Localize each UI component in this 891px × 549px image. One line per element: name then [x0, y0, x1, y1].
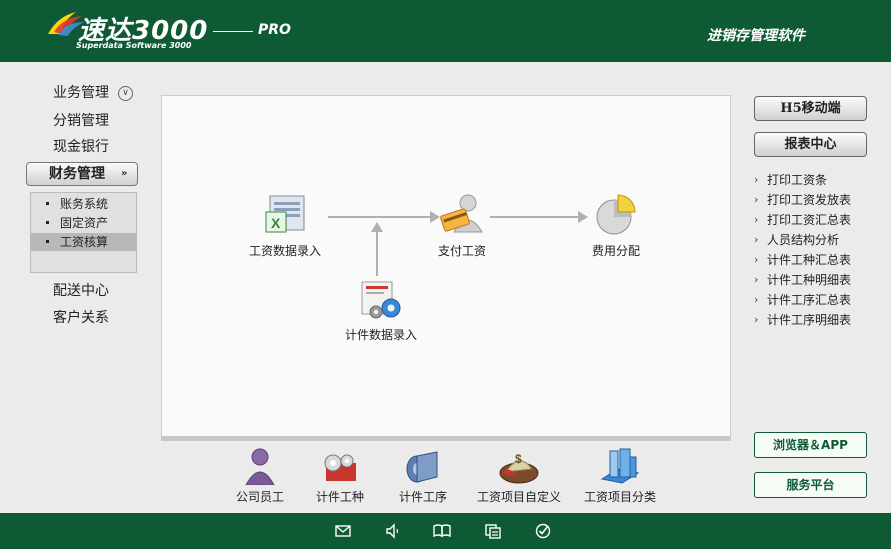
chevron-right-icon: › — [754, 313, 759, 326]
service-platform-button[interactable]: 服务平台 — [754, 472, 867, 498]
toolbar-item-custom-salary-items[interactable]: $ 工资项目自定义 — [474, 447, 564, 505]
flow-node-pay-salary[interactable]: 支付工资 — [425, 192, 499, 259]
logo-divider-line — [213, 31, 253, 32]
logo-subtitle: Superdata Software 3000 — [76, 41, 192, 50]
chevron-right-icon: › — [754, 233, 759, 246]
nav-item-label: 客户关系 — [53, 310, 109, 326]
money-bag-icon: $ — [499, 452, 539, 484]
nav-item-label: 分销管理 — [53, 113, 109, 129]
nav-item-cash-bank[interactable]: 现金银行 — [26, 136, 138, 158]
gear-form-icon — [361, 281, 401, 319]
bullet-icon — [46, 202, 49, 205]
report-link-label: 计件工序汇总表 — [767, 293, 852, 307]
submenu-item-label: 工资核算 — [60, 235, 109, 249]
nav-item-finance[interactable]: 财务管理 » — [26, 162, 138, 186]
flow-node-cost-allocation[interactable]: 费用分配 — [581, 192, 651, 259]
logo-name: 速达3000 — [78, 16, 209, 46]
check-circle-icon[interactable] — [534, 522, 552, 540]
report-link-label: 打印工资条 — [767, 173, 828, 187]
chevron-right-icon: › — [754, 253, 759, 266]
speaker-icon[interactable] — [384, 522, 402, 540]
chevron-circle-down-icon[interactable]: ∨ — [118, 86, 133, 101]
flow-arrow-line — [328, 216, 436, 218]
bullet-icon — [46, 240, 49, 243]
gears-icon — [324, 454, 356, 481]
nav-item-delivery[interactable]: 配送中心 — [26, 280, 138, 302]
browser-app-button[interactable]: 浏览器＆APP — [754, 432, 867, 458]
double-chevron-down-icon: » — [121, 168, 128, 179]
bullet-icon — [46, 221, 49, 224]
h5-mobile-button[interactable]: H5移动端 — [754, 96, 867, 121]
chevron-right-icon: › — [754, 273, 759, 286]
toolbar-item-label: 工资项目分类 — [583, 490, 656, 504]
toolbar-item-label: 计件工序 — [398, 490, 447, 504]
chevron-right-icon: › — [754, 213, 759, 226]
arrow-right-icon — [578, 211, 588, 223]
flow-node-label: 工资数据录入 — [248, 244, 321, 258]
finance-submenu: 账务系统 固定资产 工资核算 — [30, 192, 137, 273]
flow-arrow-line — [490, 216, 582, 218]
report-link-label: 计件工序明细表 — [767, 313, 852, 327]
flow-node-salary-entry[interactable]: X 工资数据录入 — [240, 194, 330, 259]
svg-text:X: X — [271, 215, 281, 231]
app-header: 速达3000 PRO Superdata Software 3000 进销存管理… — [0, 0, 891, 62]
report-link-label: 人员结构分析 — [767, 233, 840, 247]
chevron-right-icon: › — [754, 293, 759, 306]
report-link-label: 打印工资发放表 — [767, 193, 852, 207]
toolbar-item-label: 计件工种 — [315, 490, 364, 504]
chevron-right-icon: › — [754, 173, 759, 186]
book-icon[interactable] — [433, 522, 451, 540]
employee-icon — [245, 448, 275, 485]
toolbar-item-label: 公司员工 — [235, 490, 284, 504]
mail-icon[interactable] — [334, 522, 352, 540]
nav-item-label: 配送中心 — [53, 283, 109, 299]
flow-node-label: 计件数据录入 — [344, 328, 417, 342]
process-roll-icon — [406, 451, 438, 483]
arrow-right-icon — [430, 211, 440, 223]
submenu-item-accounting[interactable]: 账务系统 — [31, 195, 136, 213]
chevron-right-icon: › — [754, 193, 759, 206]
canvas-divider — [161, 436, 731, 441]
report-link-label: 计件工种明细表 — [767, 273, 852, 287]
app-footer — [0, 513, 891, 549]
toolbar-item-piece-processes[interactable]: 计件工序 — [393, 447, 453, 505]
toolbar-item-label: 工资项目自定义 — [476, 490, 561, 504]
workflow-canvas — [161, 95, 731, 438]
product-type-title: 进销存管理软件 — [707, 28, 805, 44]
nav-item-distribution[interactable]: 分销管理 — [26, 110, 138, 132]
toolbar-item-piece-job-types[interactable]: 计件工种 — [310, 447, 370, 505]
flow-node-label: 支付工资 — [437, 244, 486, 258]
category-folder-icon — [600, 448, 640, 484]
toolbar-item-salary-categories[interactable]: 工资项目分类 — [580, 447, 660, 505]
nav-item-label: 财务管理 — [49, 166, 105, 182]
submenu-item-label: 账务系统 — [60, 197, 109, 211]
report-center-button[interactable]: 报表中心 — [754, 132, 867, 157]
spreadsheet-icon: X — [265, 195, 305, 233]
nav-item-label: 业务管理 — [53, 85, 109, 101]
flow-arrow-line — [376, 230, 378, 276]
submenu-item-fixed-assets[interactable]: 固定资产 — [31, 214, 136, 232]
nav-item-business[interactable]: 业务管理 ∨ — [26, 82, 138, 104]
logo-edition: PRO — [258, 22, 291, 38]
report-link-label: 打印工资汇总表 — [767, 213, 852, 227]
nav-item-crm[interactable]: 客户关系 — [26, 307, 138, 329]
window-icon[interactable] — [484, 522, 502, 540]
svg-text:$: $ — [515, 452, 522, 466]
toolbar-item-employees[interactable]: 公司员工 — [230, 447, 290, 505]
submenu-item-label: 固定资产 — [60, 216, 109, 230]
pie-chart-icon — [596, 194, 636, 235]
submenu-item-payroll[interactable]: 工资核算 — [31, 233, 136, 251]
nav-item-label: 现金银行 — [53, 139, 109, 155]
card-payment-icon — [440, 194, 483, 233]
report-link-label: 计件工种汇总表 — [767, 253, 852, 267]
flow-node-piecework-entry[interactable]: 计件数据录入 — [336, 280, 426, 343]
arrow-up-icon — [371, 222, 383, 232]
logo-mark-icon — [48, 12, 84, 36]
flow-node-label: 费用分配 — [591, 244, 640, 258]
